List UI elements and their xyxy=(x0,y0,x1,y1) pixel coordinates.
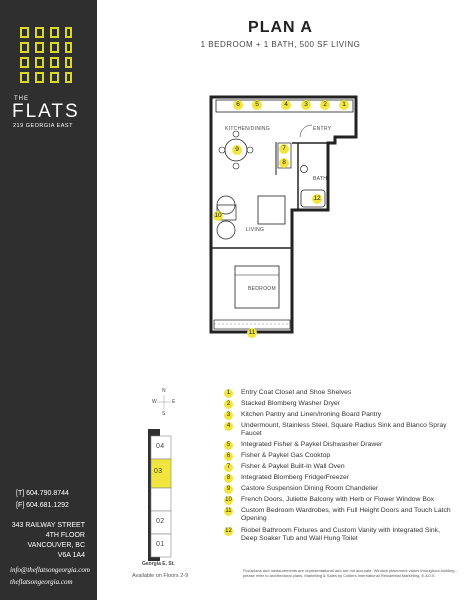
floors-caption: Available on Floors 2-9 xyxy=(132,573,189,579)
compass-w: W xyxy=(152,399,158,405)
room-label-kitchen: KITCHEN/DINING xyxy=(225,126,271,132)
page-title: PLAN A xyxy=(248,19,313,36)
legend-text: Entry Coat Closet and Shoe Shelves xyxy=(241,389,352,396)
floor-label: 02 xyxy=(156,518,165,525)
plan-badge: 2 xyxy=(320,100,330,110)
brand-address: 219 GEORGIA EAST xyxy=(13,123,73,129)
plan-badge: 9 xyxy=(232,145,242,155)
room-label-bedroom: BEDROOM xyxy=(248,286,276,292)
fax-number: [F] 604.681.1292 xyxy=(16,502,69,509)
legend-text: Castore Suspension Dining Room Chandelie… xyxy=(241,485,379,492)
legend-text: Riobel Bathroom Fixtures and Custom Vani… xyxy=(241,527,440,542)
brand-the: THE xyxy=(14,96,29,102)
legend-number: 12 xyxy=(224,527,233,536)
legend-text: Integrated Blomberg Fridge/Freezer xyxy=(241,474,350,481)
legend-text: Custom Bedroom Wardrobes, with Full Heig… xyxy=(241,507,451,522)
office-address-line1: 343 RAILWAY STREET xyxy=(11,522,85,529)
email-link[interactable]: info@theflatsongeorgia.com xyxy=(10,566,90,574)
plan-badge: 12 xyxy=(312,194,322,204)
plan-badge: 7 xyxy=(279,144,289,154)
office-address-line3: VANCOUVER, BC xyxy=(27,542,85,549)
compass-e: E xyxy=(172,399,176,405)
plan-badge: 10 xyxy=(213,211,223,221)
legend-number: 10 xyxy=(224,496,233,505)
legend-text: Fisher & Paykel Built-In Wall Oven xyxy=(241,463,345,470)
legend-number: 6 xyxy=(224,452,233,461)
legend-text: Kitchen Pantry and Linen/Ironing Board P… xyxy=(241,411,382,418)
room-label-entry: ENTRY xyxy=(313,126,332,132)
compass-s: S xyxy=(162,411,166,417)
legend-text: Stacked Blomberg Washer Dryer xyxy=(241,400,341,407)
compass-n: N xyxy=(162,388,166,394)
legend-text: French Doors, Juliette Balcony with Herb… xyxy=(241,496,435,503)
legend-number: 9 xyxy=(224,485,233,494)
room-label-bath: BATH xyxy=(313,176,328,182)
plan-badge: 4 xyxy=(281,100,291,110)
office-address-line2: 4TH FLOOR xyxy=(45,532,85,539)
legend-number: 2 xyxy=(224,400,233,409)
room-label-living: LIVING xyxy=(246,227,265,233)
brand-name: FLATS xyxy=(12,101,80,122)
legend-text: Fisher & Paykel Gas Cooktop xyxy=(241,452,331,459)
legend-number: 4 xyxy=(224,422,233,431)
plan-badge: 3 xyxy=(301,100,311,110)
plan-badge: 11 xyxy=(247,328,257,338)
legend-number: 1 xyxy=(224,389,233,398)
legend-number: 5 xyxy=(224,441,233,450)
floor-label: 04 xyxy=(156,443,165,450)
floor-label: 01 xyxy=(156,541,165,548)
office-address-line4: V6A 1A4 xyxy=(57,552,85,559)
plan-badge: 6 xyxy=(233,100,243,110)
floor-label-highlighted: 03 xyxy=(154,468,163,475)
street-label: Georgia E. St. xyxy=(142,561,175,567)
legend-number: 7 xyxy=(224,463,233,472)
plan-badge: 1 xyxy=(339,100,349,110)
plan-badge: 8 xyxy=(279,158,289,168)
sidebar: THE FLATS 219 GEORGIA EAST [T] 604.790.8… xyxy=(0,0,97,600)
disclaimer-text: Floorplans and measurements are represen… xyxy=(243,568,457,578)
flats-logo-icon xyxy=(20,27,76,93)
page-subtitle: 1 BEDROOM + 1 BATH, 500 SF LIVING xyxy=(200,40,361,49)
website-link[interactable]: theflatsongeorgia.com xyxy=(10,578,73,586)
phone-number[interactable]: [T] 604.790.8744 xyxy=(16,490,69,497)
legend-number: 8 xyxy=(224,474,233,483)
legend-number: 11 xyxy=(224,507,233,516)
plan-badge: 5 xyxy=(252,100,262,110)
legend-text: Integrated Fisher & Paykel Dishwasher Dr… xyxy=(241,441,383,448)
legend-text: Undermount, Stainless Steel, Square Radi… xyxy=(241,422,447,437)
legend-number: 3 xyxy=(224,411,233,420)
